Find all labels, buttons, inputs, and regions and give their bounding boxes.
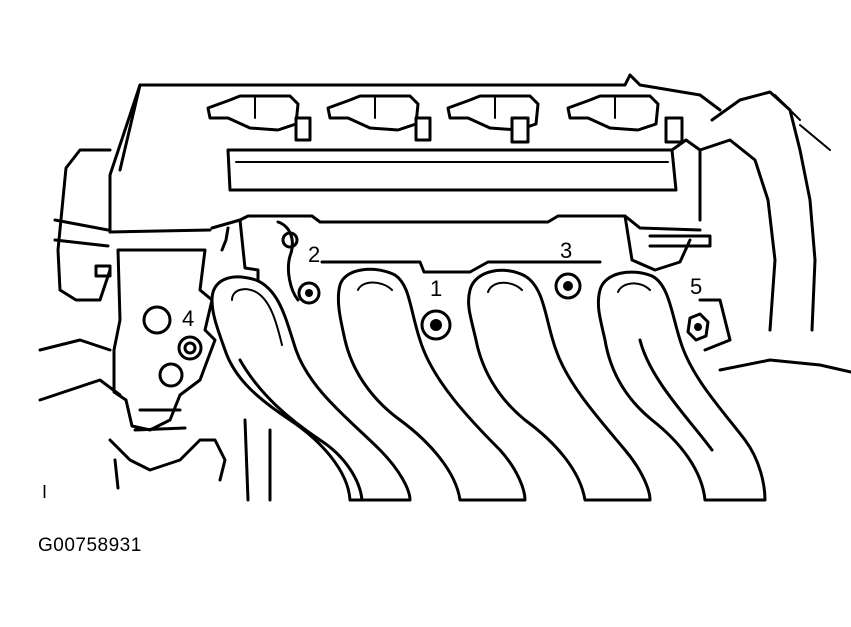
bolt-label-1: 1 bbox=[430, 276, 442, 301]
bolt-2 bbox=[297, 281, 321, 305]
bolt-label-2: 2 bbox=[308, 242, 320, 267]
radiator-hose bbox=[698, 90, 851, 374]
bolt-label-5: 5 bbox=[690, 274, 702, 299]
bolt-label-3: 3 bbox=[560, 238, 572, 263]
left-housing bbox=[38, 148, 227, 490]
ignition-coils bbox=[206, 94, 684, 144]
manifold-flange bbox=[210, 214, 712, 307]
figure-id: G00758931 bbox=[38, 535, 142, 556]
intake-runners bbox=[210, 267, 767, 502]
bolt-3 bbox=[554, 272, 582, 300]
cylinder-head bbox=[108, 73, 722, 234]
bolt-label-4: 4 bbox=[182, 306, 194, 331]
view-marker: I bbox=[42, 482, 47, 502]
bolt-4 bbox=[177, 335, 203, 361]
bolt-5 bbox=[686, 312, 710, 342]
bolt-1 bbox=[420, 309, 452, 341]
